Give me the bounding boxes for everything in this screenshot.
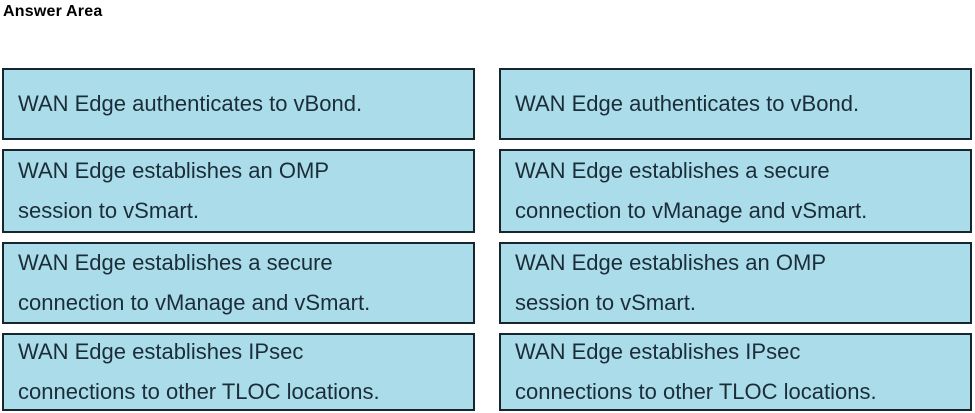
- answer-option-text: WAN Edge authenticates to vBond.: [515, 91, 860, 116]
- answer-option-text: WAN Edge establishes IPsec: [515, 339, 801, 364]
- answer-option[interactable]: WAN Edge authenticates to vBond.: [2, 68, 475, 140]
- answer-option-text: connections to other TLOC locations.: [18, 379, 380, 404]
- answer-area-grid: WAN Edge authenticates to vBond. WAN Edg…: [2, 68, 972, 411]
- answer-option[interactable]: WAN Edge establishes a secure connection…: [2, 242, 475, 324]
- answer-option-text: WAN Edge establishes a secure: [515, 158, 830, 183]
- answer-option-text: session to vSmart.: [515, 290, 696, 315]
- answer-option-text: WAN Edge establishes a secure: [18, 250, 333, 275]
- answer-option[interactable]: WAN Edge establishes an OMP session to v…: [2, 149, 475, 233]
- answer-option-text: connections to other TLOC locations.: [515, 379, 877, 404]
- answer-option-text: WAN Edge establishes an OMP: [515, 250, 826, 275]
- answer-option[interactable]: WAN Edge establishes IPsec connections t…: [499, 333, 972, 411]
- answer-option[interactable]: WAN Edge establishes IPsec connections t…: [2, 333, 475, 411]
- answer-option[interactable]: WAN Edge establishes a secure connection…: [499, 149, 972, 233]
- answer-option-text: session to vSmart.: [18, 198, 199, 223]
- answer-option-text: connection to vManage and vSmart.: [18, 290, 371, 315]
- answer-option-text: WAN Edge authenticates to vBond.: [18, 91, 363, 116]
- answer-option-text: WAN Edge establishes an OMP: [18, 158, 329, 183]
- page-title: Answer Area: [3, 3, 103, 20]
- answer-option[interactable]: WAN Edge establishes an OMP session to v…: [499, 242, 972, 324]
- answer-option-text: connection to vManage and vSmart.: [515, 198, 868, 223]
- answer-option[interactable]: WAN Edge authenticates to vBond.: [499, 68, 972, 140]
- answer-option-text: WAN Edge establishes IPsec: [18, 339, 304, 364]
